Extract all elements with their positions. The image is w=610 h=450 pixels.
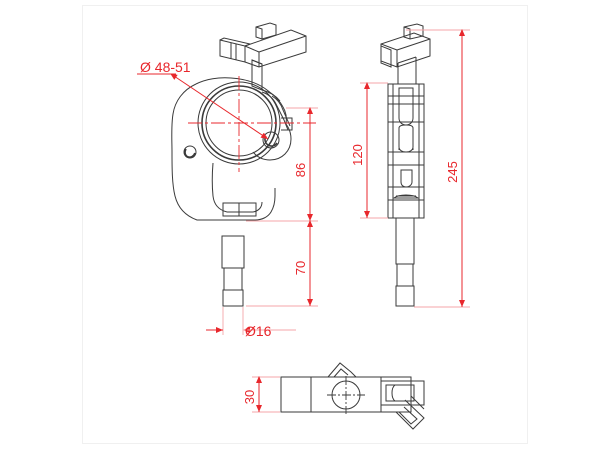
side-spigot-mid xyxy=(396,263,414,287)
side-handle-bar-edge2 xyxy=(396,38,431,51)
side-mid-feature xyxy=(398,124,414,153)
front-spigot-upper xyxy=(221,235,245,269)
label-spigot-length: 70 xyxy=(293,261,308,275)
side-bottom-lens xyxy=(392,194,420,199)
front-spigot-lower xyxy=(222,289,244,307)
side-handle-shank xyxy=(397,57,417,85)
bottom-right-arm-inner xyxy=(385,384,415,402)
label-width-depth: 30 xyxy=(242,390,257,404)
front-handle-bar-edge2 xyxy=(258,35,307,53)
side-handle-bar xyxy=(380,32,431,68)
front-lever-arm-2 xyxy=(271,95,291,127)
side-spigot-lower xyxy=(395,285,415,307)
front-hook-top-left xyxy=(195,77,232,85)
side-view xyxy=(380,23,431,307)
bottom-view xyxy=(280,362,425,430)
side-handle-left-cap xyxy=(380,45,392,68)
bottom-wing-br-inner xyxy=(398,406,418,425)
front-handle-shank-top xyxy=(251,59,263,65)
front-bore-leader xyxy=(170,73,269,140)
side-lower-feature xyxy=(400,169,413,188)
bottom-wing-br-outer xyxy=(395,399,425,430)
front-side-hole-inner xyxy=(184,148,196,159)
side-upper-slot xyxy=(398,87,414,126)
label-overall-height: 245 xyxy=(445,161,460,183)
bottom-wing-top-inner xyxy=(333,368,349,378)
bottom-view-dimensions xyxy=(252,376,280,413)
side-handle-knob-edge xyxy=(403,26,411,39)
label-body-height: 120 xyxy=(350,144,365,166)
side-handle-shank-top xyxy=(397,56,417,64)
bottom-right-arm xyxy=(380,380,425,406)
label-pin-diameter: Ø16 xyxy=(245,323,272,339)
front-view-dimensions xyxy=(137,73,318,335)
label-clamp-height: 86 xyxy=(293,163,308,177)
drawing-canvas-border xyxy=(82,5,528,444)
front-handle-left-cap-top xyxy=(219,37,252,47)
bottom-wing-top-outer xyxy=(327,362,357,378)
side-spigot-upper xyxy=(395,217,415,265)
side-view-dimensions xyxy=(360,29,470,308)
label-bore-diameter: Ø 48-51 xyxy=(140,59,191,75)
side-handle-knob xyxy=(403,23,424,40)
front-mouth-inner xyxy=(211,162,228,213)
front-handle-left-cap xyxy=(219,39,246,63)
front-mouth-inner-2 xyxy=(227,201,263,213)
bottom-wing-br-edge xyxy=(410,395,425,410)
front-jaw-upper-2 xyxy=(282,106,287,125)
bottom-right-arm-round xyxy=(391,384,396,402)
front-handle-knob-edge xyxy=(255,26,263,39)
front-handle-knob xyxy=(255,22,277,40)
front-lever-block xyxy=(281,117,293,131)
front-spigot-mid xyxy=(223,267,243,291)
